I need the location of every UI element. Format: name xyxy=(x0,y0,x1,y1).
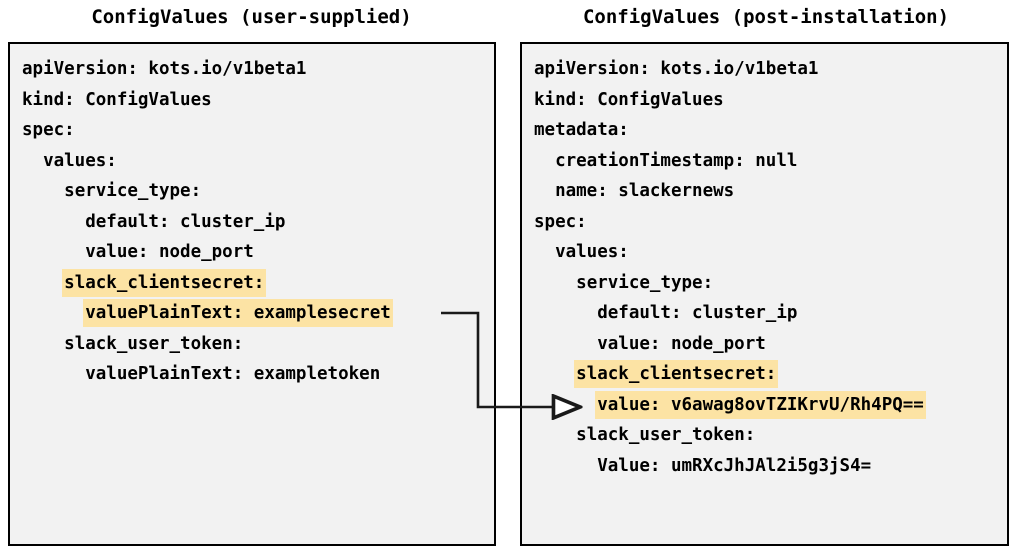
code-line: name: slackernews xyxy=(534,176,1005,207)
code-indent xyxy=(22,242,85,262)
code-line: default: cluster_ip xyxy=(534,298,1005,329)
code-indent xyxy=(534,303,597,323)
code-indent xyxy=(22,334,64,354)
code-line-text: values: xyxy=(43,150,117,171)
code-line: slack_clientsecret: xyxy=(534,359,1005,390)
code-indent xyxy=(534,425,576,445)
panel-title-user-supplied: ConfigValues (user-supplied) xyxy=(91,6,412,28)
code-line-text: value: node_port xyxy=(85,242,254,262)
code-lines-user-supplied: apiVersion: kots.io/v1beta1 kind: ConfigV… xyxy=(22,54,492,390)
code-line-text: spec: xyxy=(534,211,587,232)
code-line: values: xyxy=(534,237,1005,268)
code-line: value: v6awag8ovTZIKrvU/Rh4PQ== xyxy=(534,390,1005,421)
code-indent xyxy=(534,151,555,171)
panel-post-installation: ConfigValues (post-installation) apiVers… xyxy=(513,0,1019,559)
panel-user-supplied: ConfigValues (user-supplied) apiVersion:… xyxy=(0,0,503,559)
code-line-text: kind: ConfigValues xyxy=(534,89,724,110)
code-indent xyxy=(22,364,85,384)
code-line: spec: xyxy=(534,207,1005,238)
code-line: valuePlainText: examplesecret xyxy=(22,298,492,329)
code-line-highlighted: value: v6awag8ovTZIKrvU/Rh4PQ== xyxy=(597,392,924,417)
code-line-text: kind: ConfigValues xyxy=(22,89,212,110)
code-line: kind: ConfigValues xyxy=(534,85,1005,116)
code-line-text: valuePlainText: exampletoken xyxy=(85,364,381,384)
code-line-text: default: cluster_ip xyxy=(597,303,798,323)
code-indent xyxy=(534,242,555,262)
code-line-text: service_type: xyxy=(64,181,202,201)
code-line-text: apiVersion: kots.io/v1beta1 xyxy=(22,59,307,79)
code-line-text: Value: umRXcJhJAl2i5g3jS4= xyxy=(597,455,872,476)
code-line-text: slack_user_token: xyxy=(64,333,244,354)
code-indent xyxy=(534,181,555,201)
code-line: default: cluster_ip xyxy=(22,207,492,238)
code-indent xyxy=(22,181,64,201)
code-line: apiVersion: kots.io/v1beta1 xyxy=(22,54,492,85)
code-line-highlighted: slack_clientsecret: xyxy=(64,270,265,295)
code-line: Value: umRXcJhJAl2i5g3jS4= xyxy=(534,451,1005,482)
code-line-text: spec: xyxy=(22,120,75,140)
code-line: valuePlainText: exampletoken xyxy=(22,359,492,390)
code-line: slack_clientsecret: xyxy=(22,268,492,299)
code-line: apiVersion: kots.io/v1beta1 xyxy=(534,54,1005,85)
code-line-text: slack_user_token: xyxy=(576,425,756,445)
code-line-highlighted: slack_clientsecret: xyxy=(576,362,777,386)
code-indent xyxy=(534,364,576,384)
code-line-highlighted: valuePlainText: examplesecret xyxy=(85,301,391,325)
code-line-text: service_type: xyxy=(576,272,714,293)
code-line: service_type: xyxy=(22,176,492,207)
code-indent xyxy=(534,273,576,293)
code-line: value: node_port xyxy=(534,329,1005,360)
panel-title-post-installation: ConfigValues (post-installation) xyxy=(582,6,950,28)
code-line: spec: xyxy=(22,115,492,146)
code-line-text: creationTimestamp: null xyxy=(555,150,798,171)
code-line-text: apiVersion: kots.io/v1beta1 xyxy=(534,59,819,79)
code-indent xyxy=(22,212,85,232)
code-line: values: xyxy=(22,146,492,177)
code-line: metadata: xyxy=(534,115,1005,146)
code-indent xyxy=(22,273,64,293)
code-line: value: node_port xyxy=(22,237,492,268)
code-indent xyxy=(22,303,85,323)
code-box-post-installation: apiVersion: kots.io/v1beta1 kind: ConfigV… xyxy=(520,42,1009,546)
code-line: slack_user_token: xyxy=(22,329,492,360)
code-indent xyxy=(22,151,43,171)
code-line-text: name: slackernews xyxy=(555,181,735,201)
code-line-text: values: xyxy=(555,242,629,262)
code-line: slack_user_token: xyxy=(534,420,1005,451)
code-line-text: metadata: xyxy=(534,120,629,140)
code-line: creationTimestamp: null xyxy=(534,146,1005,177)
code-box-user-supplied: apiVersion: kots.io/v1beta1 kind: ConfigV… xyxy=(8,42,496,546)
code-line: service_type: xyxy=(534,268,1005,299)
code-line-text: default: cluster_ip xyxy=(85,211,286,232)
code-indent xyxy=(534,456,597,476)
code-lines-post-installation: apiVersion: kots.io/v1beta1 kind: ConfigV… xyxy=(534,54,1005,481)
code-line-text: value: node_port xyxy=(597,333,766,354)
code-indent xyxy=(534,395,597,415)
code-indent xyxy=(534,334,597,354)
code-line: kind: ConfigValues xyxy=(22,85,492,116)
